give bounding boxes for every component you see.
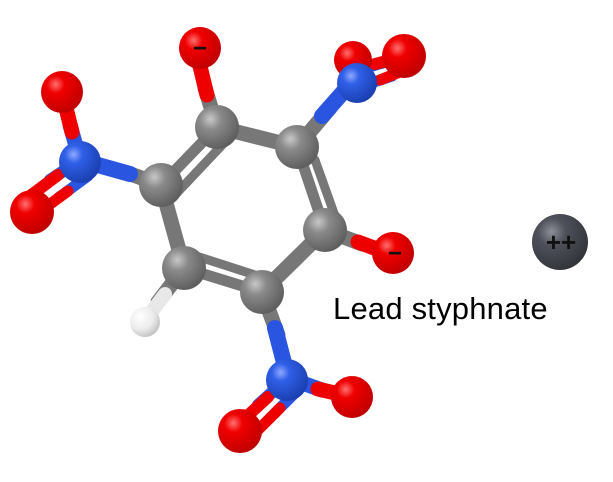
oxygen-atom <box>10 190 54 234</box>
atoms <box>10 27 588 453</box>
oxygen-atom <box>382 34 426 78</box>
oxygen-atom <box>218 409 262 453</box>
carbon-atom <box>275 125 319 169</box>
nitrogen-atom <box>337 63 377 103</box>
oxygen-atom <box>331 376 373 418</box>
carbon-atom <box>303 208 347 252</box>
carbon-atom <box>240 270 284 314</box>
lead-ion-atom <box>532 214 588 270</box>
oxygen-atom <box>41 71 83 113</box>
charge-labels: − − ++ <box>193 35 576 267</box>
nitrogen-atom <box>266 359 308 401</box>
hydrogen-atom <box>130 307 160 337</box>
positive-charge-lead: ++ <box>546 227 576 257</box>
oxygen-atom-phenolate-right <box>372 232 414 274</box>
oxygen-atom-phenolate-top <box>179 27 221 69</box>
carbon-atom <box>139 163 183 207</box>
compound-name-label: Lead styphnate <box>333 291 548 326</box>
negative-charge-top: − <box>193 35 207 62</box>
carbon-atom <box>162 246 206 290</box>
negative-charge-right: − <box>388 240 402 267</box>
nitrogen-atom <box>59 141 101 183</box>
carbon-atom <box>195 105 239 149</box>
